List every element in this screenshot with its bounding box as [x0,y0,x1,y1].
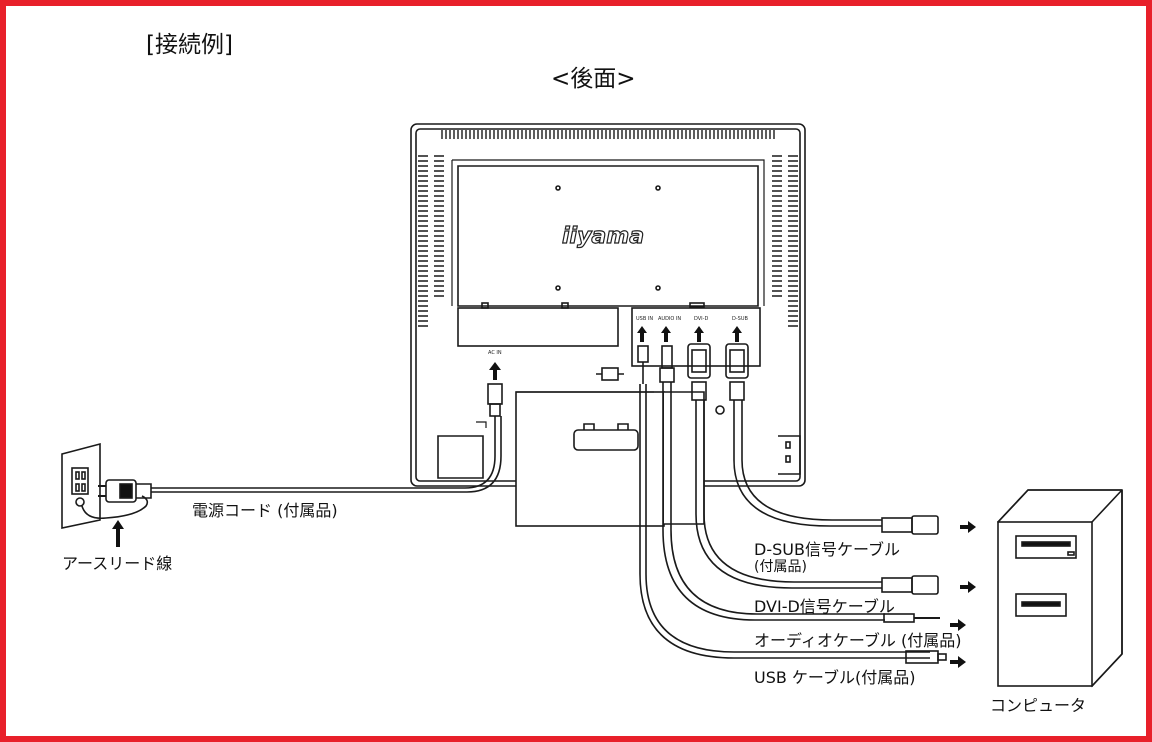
power-cord-label: 電源コード (付属品) [192,501,338,520]
dvi-cable-label: DVI-D信号ケーブル [754,597,895,616]
audio-cable-label: オーディオケーブル (付属品) [754,631,962,650]
connection-diagram [61,123,1123,688]
dsub-cable-label: D-SUB信号ケーブル [754,540,900,559]
port-label-ac: AC IN [488,350,502,356]
monitor-stand [515,391,725,527]
signal-cables [639,382,947,664]
dsub-cable-note: (付属品) [754,559,807,575]
computer-label: コンピュータ [990,696,1087,715]
ground-lead-label: アースリード線 [62,554,173,573]
usb-cable-label: USB ケーブル(付属品) [754,668,916,687]
arrow-up-icon [112,326,742,547]
port-label-audio: AUDIO IN [658,316,682,322]
port-connectors [637,343,749,401]
power-plug-icon [81,479,152,520]
port-label-dsub: D-SUB [732,316,748,322]
view-label: <後面> [551,66,636,92]
computer-tower-icon [997,489,1123,688]
brand-logo: iiyama [561,224,645,249]
arrow-right-icon [950,521,976,668]
port-label-usb: USB IN [636,316,654,322]
wall-outlet-icon [61,442,101,529]
port-label-dvi: DVI-D [694,316,709,322]
diagram-title: [接続例] [146,32,233,58]
power-cord [151,383,503,493]
